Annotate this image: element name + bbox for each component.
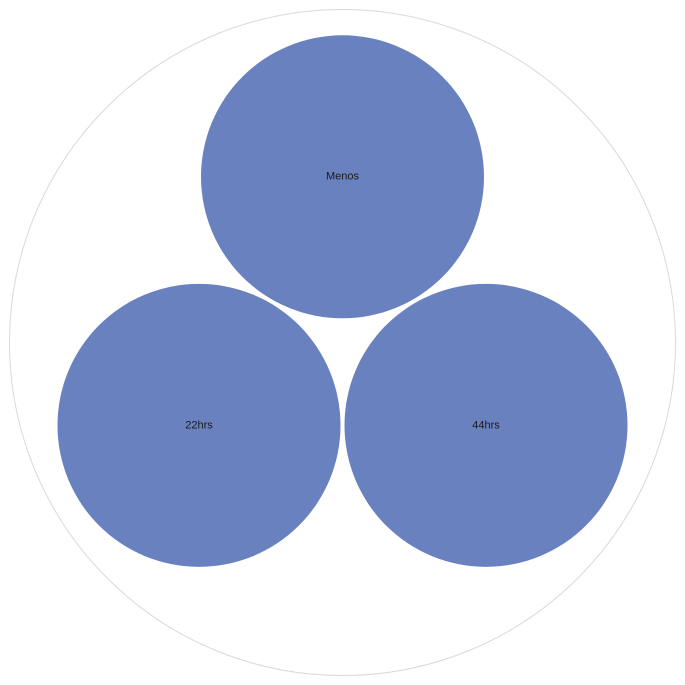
bubble-menos[interactable]: Menos bbox=[201, 35, 484, 319]
bubble-label: 44hrs bbox=[472, 419, 500, 431]
bubble-label: 22hrs bbox=[185, 419, 213, 431]
bubble-circle[interactable] bbox=[201, 35, 484, 319]
bubble-label: Menos bbox=[326, 171, 360, 183]
bubble-group: Menos 22hrs 44hrs bbox=[57, 35, 628, 567]
bubble-22hrs[interactable]: 22hrs bbox=[57, 283, 341, 567]
bubble-circle[interactable] bbox=[344, 283, 628, 567]
bubble-44hrs[interactable]: 44hrs bbox=[344, 283, 628, 567]
outer-container-circle bbox=[9, 9, 676, 676]
bubble-circle[interactable] bbox=[57, 283, 341, 567]
